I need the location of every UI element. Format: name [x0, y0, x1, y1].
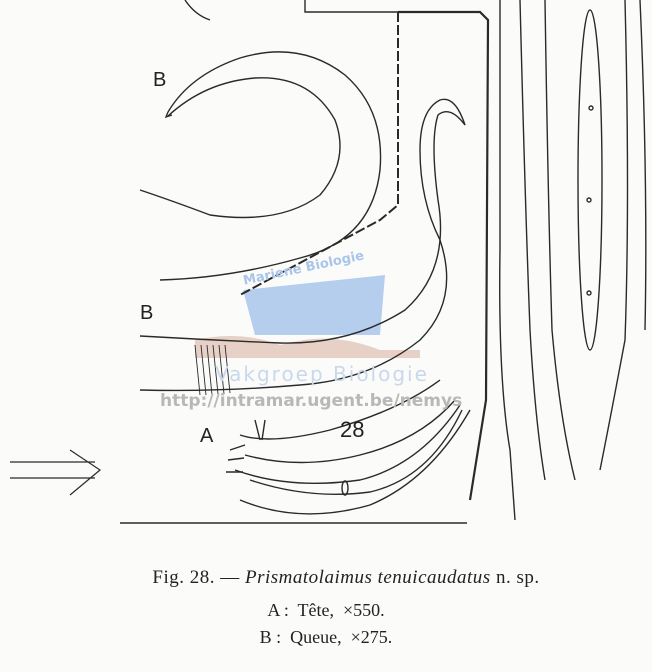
frame-dashed — [239, 12, 399, 296]
watermark-wave — [195, 336, 420, 358]
label-b-top: B — [153, 69, 167, 91]
head-setae-top — [254, 419, 266, 441]
body-gonad — [577, 9, 603, 351]
head-outline-top — [239, 379, 441, 440]
caption-line-a: A : Tête, ×550. — [267, 600, 385, 620]
frame-top — [304, 0, 398, 13]
head-setae — [226, 444, 246, 473]
tail-tip — [164, 111, 173, 119]
body-line-5 — [639, 0, 647, 331]
head-inner-1 — [244, 399, 456, 464]
tail-outer — [139, 98, 466, 392]
caption-line-b: B : Queue, ×275. — [259, 627, 393, 647]
label-b-middle: B — [140, 302, 154, 324]
body-line-3 — [544, 0, 576, 481]
tail-hatching — [194, 344, 231, 396]
watermark-shape — [243, 275, 385, 335]
head-organ — [341, 480, 349, 496]
body-line-4 — [599, 0, 629, 471]
stroke-fragment — [184, 0, 211, 21]
arrow-icon — [10, 449, 102, 496]
caption-species: Prismatolaimus tenuicaudatus — [245, 567, 491, 588]
caption-title: Fig. 28. — Prismatolaimus tenuicaudatus … — [0, 567, 652, 590]
tail-inner — [139, 111, 466, 344]
caption-species-note: n. sp. — [495, 567, 540, 588]
head-inner-2 — [234, 404, 461, 485]
frame-right — [398, 10, 490, 501]
watermark-url: http://intramar.ugent.be/nemys — [160, 391, 463, 411]
body-line-1 — [499, 0, 516, 521]
watermark-group-text: Vakgroep Biologie — [215, 362, 429, 386]
caption-fig-label: Fig. 28. — — [152, 567, 240, 588]
figure-number: 28 — [340, 417, 365, 442]
body-line-2 — [519, 0, 546, 481]
tail-curl-inner — [139, 77, 341, 219]
label-a: A — [200, 425, 214, 447]
tail-curl-outer — [159, 51, 382, 281]
head-outline-bottom — [239, 409, 471, 515]
head-inner-3 — [249, 409, 463, 495]
